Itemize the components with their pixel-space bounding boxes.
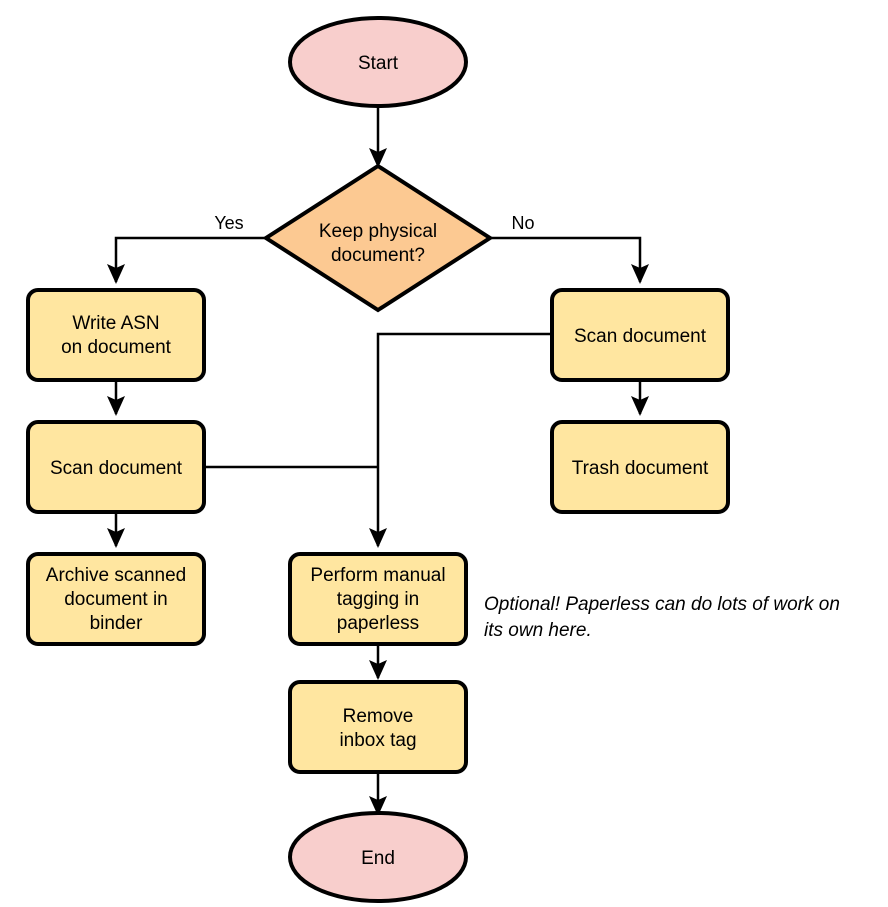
node-archive-binder[interactable]: Archive scanned document in binder (26, 552, 206, 646)
write-asn-label-line2: on document (61, 337, 172, 358)
manual-tagging-label-line2: tagging in (337, 589, 419, 610)
start-label: Start (358, 53, 399, 74)
edge-scan-right-to-manual-tagging (369, 332, 552, 549)
node-end[interactable]: End (288, 811, 468, 903)
manual-tagging-label-line3: paperless (337, 613, 419, 634)
annotation-optional-note: Optional! Paperless can do lots of work … (484, 594, 840, 641)
optional-note-line1: Optional! Paperless can do lots of work … (484, 594, 840, 615)
end-ellipse-shape (288, 811, 468, 903)
archive-label-line1: Archive scanned (46, 565, 186, 586)
manual-tagging-box-shape (288, 552, 468, 646)
scan-left-box-shape (26, 420, 206, 514)
trash-label: Trash document (572, 458, 709, 479)
node-write-asn[interactable]: Write ASN on document (26, 288, 206, 382)
write-asn-box-shape (26, 288, 206, 382)
manual-tagging-label-line1: Perform manual (310, 565, 445, 586)
edge-label-yes: Yes (214, 213, 243, 233)
node-manual-tagging[interactable]: Perform manual tagging in paperless (288, 552, 468, 646)
end-label: End (361, 848, 395, 869)
connector-layer (107, 104, 649, 817)
archive-box-shape (26, 552, 206, 646)
remove-inbox-box-shape (288, 680, 468, 774)
archive-label-line2: document in (64, 589, 168, 610)
optional-note-line2: its own here. (484, 620, 592, 641)
node-scan-document-left[interactable]: Scan document (26, 420, 206, 514)
node-trash-document[interactable]: Trash document (550, 420, 730, 514)
decision-label-line1: Keep physical (319, 221, 437, 242)
remove-inbox-label-line1: Remove (343, 706, 414, 727)
write-asn-label-line1: Write ASN (72, 313, 159, 334)
scan-right-label: Scan document (574, 326, 707, 347)
scan-left-label: Scan document (50, 458, 183, 479)
node-start[interactable]: Start (288, 16, 468, 108)
trash-box-shape (550, 420, 730, 514)
decision-label-line2: document? (331, 245, 425, 266)
remove-inbox-label-line2: inbox tag (339, 730, 416, 751)
edge-decision-to-write-asn (107, 236, 266, 285)
node-keep-physical-document[interactable]: Keep physical document? (262, 163, 494, 313)
start-ellipse-shape (288, 16, 468, 108)
scan-right-box-shape (550, 288, 730, 382)
edge-label-no: No (511, 213, 534, 233)
node-scan-document-right[interactable]: Scan document (550, 288, 730, 382)
decision-diamond-shape (262, 163, 494, 313)
edge-decision-to-scan-right (490, 236, 649, 285)
node-remove-inbox-tag[interactable]: Remove inbox tag (288, 680, 468, 774)
archive-label-line3: binder (90, 613, 143, 634)
